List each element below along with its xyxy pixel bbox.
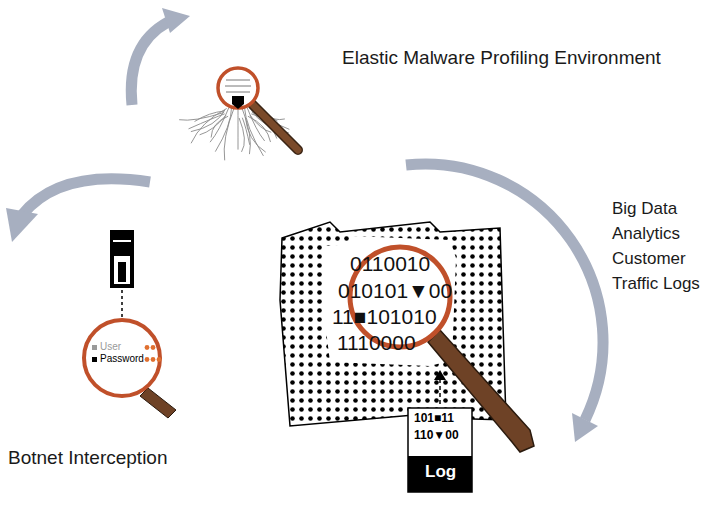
magnifier-handle (252, 104, 298, 150)
rotation-arrow (22, 179, 150, 215)
gear-node: Elastic Malware Profiling Environment (141, 23, 331, 213)
binary-data: 1110000 (337, 331, 416, 355)
log-document (408, 408, 472, 492)
arrow-head (162, 8, 190, 33)
field-label: Password (100, 353, 144, 365)
binary-data: 010101▼00 (338, 279, 452, 303)
scribble-stroke (210, 107, 229, 142)
field-label: User (100, 341, 121, 353)
gear-shape (11, 187, 234, 410)
gear-outline (7, 183, 237, 413)
server-icon (110, 230, 134, 288)
log-bar (408, 456, 472, 492)
bug-icon (232, 96, 244, 109)
gear-caption: Elastic Malware Profiling Environment (342, 46, 661, 69)
rotation-arrow (131, 22, 168, 105)
gear-node: Big Data Analytics Customer Traffic Logs (257, 174, 593, 510)
gear-caption: Big Data Analytics Customer Traffic Logs (612, 196, 708, 296)
arrow-head (6, 208, 38, 242)
magnifier-lens (84, 320, 160, 396)
scribble-stroke (239, 118, 244, 152)
dashed-pointer (439, 378, 441, 404)
binary-data: 11■101010 (332, 305, 437, 329)
arrow-head (572, 413, 598, 442)
bullet (92, 345, 97, 350)
gear-node: Botnet Interception (10, 186, 234, 410)
pointer-head (434, 370, 446, 380)
scribble-stroke (245, 117, 265, 152)
gear-shape (141, 23, 330, 212)
gear-outline (138, 20, 334, 216)
scribble-stroke (215, 107, 231, 152)
log-label: Log (425, 462, 456, 482)
magnifier-handle (140, 388, 176, 418)
password-dots (145, 345, 162, 362)
gear-caption: Botnet Interception (8, 446, 168, 469)
gear-shape (257, 174, 593, 510)
magnifier-lens (218, 68, 258, 108)
bullet (92, 357, 97, 362)
scribble-stroke (238, 106, 239, 150)
scribble-stroke (191, 108, 227, 143)
log-data: 101■11 (414, 412, 454, 426)
scribble (179, 106, 289, 160)
lens-detail (225, 80, 251, 92)
scribble-stroke (224, 106, 235, 160)
magnifier-handle (252, 104, 298, 150)
arrow-heads (6, 8, 598, 442)
binary-data: 0110010 (350, 252, 430, 276)
server-detail (114, 256, 130, 284)
server-detail (113, 240, 131, 242)
log-data: 110▼00 (414, 429, 459, 443)
gear-outline (254, 171, 596, 513)
server-detail (118, 262, 126, 282)
dashed-link (121, 290, 123, 320)
